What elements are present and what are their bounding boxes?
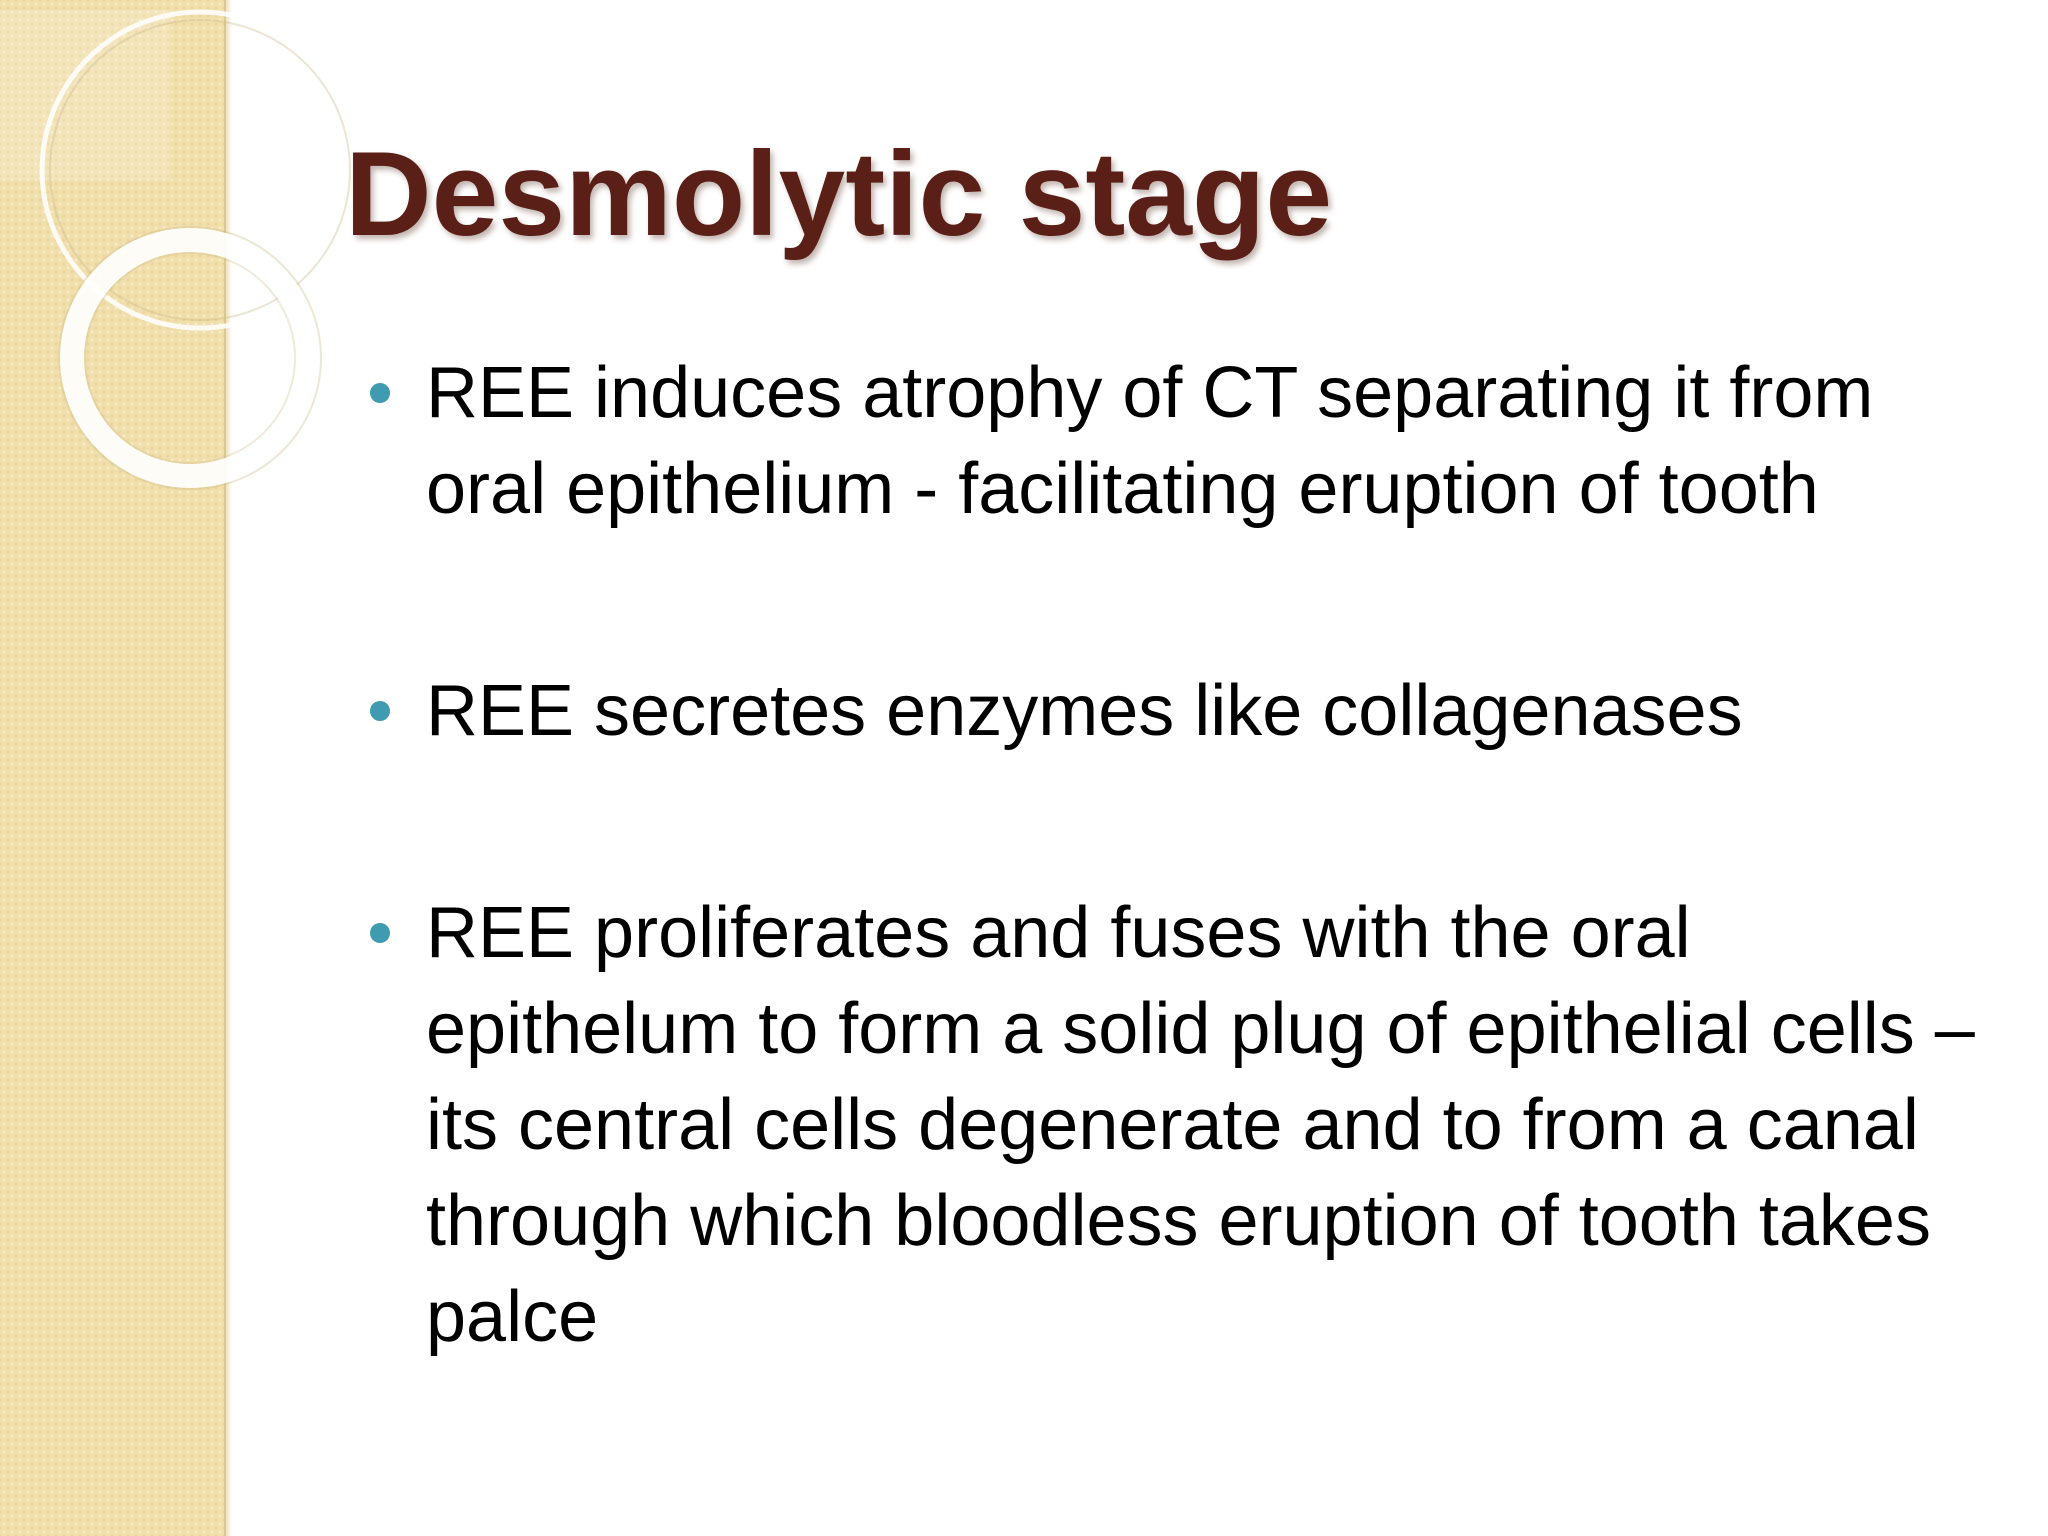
bullet-item: REE secretes enzymes like collagenases [370,663,1990,759]
dot-bullet-icon [370,701,390,721]
side-band-edge [226,0,232,1536]
bullet-text: REE induces atrophy of CT separating it … [426,353,1874,529]
bullet-item: REE proliferates and fuses with the oral… [370,885,1990,1365]
dot-bullet-icon [370,923,390,943]
bullet-item: REE induces atrophy of CT separating it … [370,345,1990,537]
bullet-text: REE proliferates and fuses with the oral… [426,893,1975,1357]
bullet-list: REE induces atrophy of CT separating it … [370,345,1990,1365]
bullet-text: REE secretes enzymes like collagenases [426,671,1743,751]
slide-title: Desmolytic stage [345,127,1333,261]
dot-bullet-icon [370,383,390,403]
ring-decoration-icon [0,9,361,490]
